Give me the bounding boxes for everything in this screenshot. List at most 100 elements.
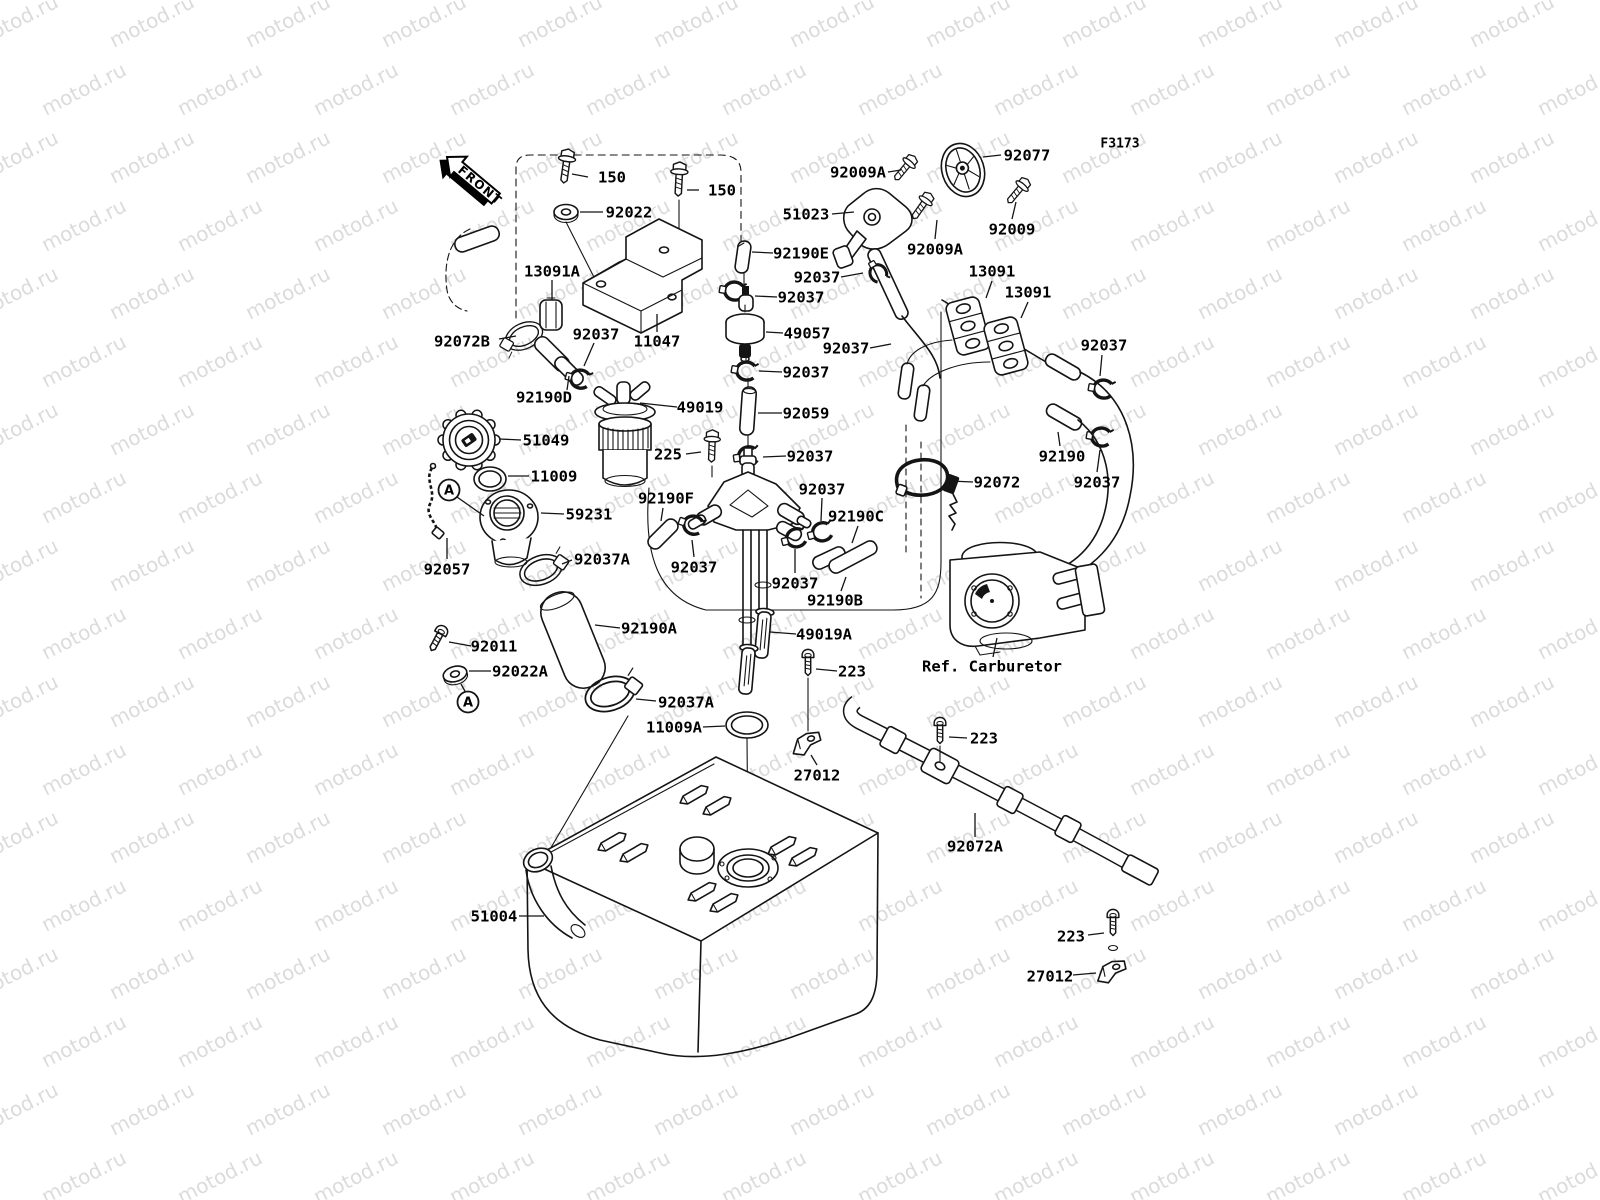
leader-line: [840, 576, 847, 592]
view-marker-letter: A: [444, 484, 454, 499]
part-label: 49019: [677, 399, 724, 417]
leader-line: [985, 280, 993, 299]
part-label: 92037: [772, 575, 819, 593]
leader-line: [660, 507, 664, 522]
leader-line: [887, 169, 902, 173]
fuel-cap-51049: [437, 409, 501, 471]
dashed-line: [905, 424, 922, 599]
leader-line: [702, 725, 726, 728]
part-label: Ref. Carburetor: [922, 658, 1062, 676]
leader-line: [948, 736, 968, 739]
part-label: 92037: [671, 559, 718, 577]
view-marker-circle: [456, 690, 480, 714]
part-label: F3173: [1100, 137, 1139, 152]
part-label: 27012: [794, 767, 841, 785]
part-label: 92037A: [574, 551, 631, 569]
leader-line: [769, 631, 797, 635]
leader-line: [765, 331, 784, 334]
dashed-group-box: [515, 154, 742, 319]
leader-line: [982, 154, 1002, 158]
hose-92190d-b: [554, 356, 584, 386]
part-label: 225: [654, 446, 682, 464]
part-label: 92059: [783, 405, 830, 423]
tether-ring: [429, 462, 437, 470]
part-label: 49057: [784, 325, 831, 343]
fuel-line: [901, 315, 941, 379]
part-label: 51004: [471, 908, 518, 926]
part-label: 223: [970, 730, 998, 748]
leader-line: [566, 375, 570, 391]
part-label: 92009A: [830, 164, 887, 182]
leader-line: [851, 525, 859, 544]
tether-clip: [431, 526, 445, 540]
part-label: 27012: [1027, 968, 1074, 986]
part-label: 92022: [606, 204, 653, 222]
part-label: 13091A: [524, 263, 581, 281]
leader-line: [869, 343, 892, 349]
part-label: 92190F: [638, 490, 694, 508]
part-label: 92022A: [492, 663, 549, 681]
leader-line: [561, 559, 573, 565]
part-label: 92037: [573, 326, 620, 344]
leader-line: [685, 451, 702, 455]
part-label: 92011: [471, 638, 518, 656]
part-label: 49019A: [796, 626, 853, 644]
leader-line: [762, 455, 787, 458]
part-label: 92009A: [907, 241, 964, 259]
part-label: 11009: [531, 468, 578, 486]
hose-92190-right: [1045, 403, 1083, 431]
part-label: 92037: [823, 340, 870, 358]
part-label: 92190E: [773, 245, 829, 263]
leader-line: [691, 539, 695, 558]
hose-92190e: [734, 240, 752, 274]
part-label: 13091: [969, 263, 1016, 281]
oring-11009: [473, 466, 507, 492]
part-label: 92037: [1081, 337, 1128, 355]
hose-curve: [906, 339, 991, 387]
hose-right-1: [1044, 353, 1082, 381]
part-label: 13091: [1005, 284, 1052, 302]
tether-92057: [427, 467, 438, 532]
filler-neck-59231: [479, 489, 539, 568]
part-label: 92072: [974, 474, 1021, 492]
leader-line: [1020, 301, 1029, 319]
canister-49057: [725, 286, 765, 363]
assembly-line: [743, 272, 749, 448]
part-label: 223: [838, 663, 866, 681]
leader-line: [498, 438, 522, 441]
part-label: 92037: [1074, 474, 1121, 492]
leader-line: [583, 342, 595, 367]
leader-line: [751, 251, 774, 254]
leader-line: [815, 668, 838, 672]
part-label: 92190B: [807, 592, 863, 610]
part-label: 92037: [799, 481, 846, 499]
hose-92059: [738, 386, 758, 436]
part-label: 59231: [566, 506, 613, 524]
part-label: 223: [1057, 928, 1085, 946]
leader-line: [1072, 972, 1097, 976]
hose-guide-92072: [894, 458, 950, 497]
oring-11009-inner: [478, 470, 502, 488]
leader-line: [1087, 932, 1105, 936]
leader-line: [594, 624, 621, 629]
valve-51023: [832, 187, 913, 269]
marker-line: [456, 496, 485, 517]
washer-92022: [553, 203, 579, 224]
part-label: 92037A: [658, 694, 715, 712]
part-label: 92190: [1039, 448, 1086, 466]
carburetor: [942, 474, 1106, 656]
leader-line: [754, 295, 778, 298]
part-label: 92037: [783, 364, 830, 382]
part-label: 92190A: [621, 620, 678, 638]
view-marker-circle: [437, 478, 461, 502]
leader-line: [571, 173, 589, 178]
leader-line: [934, 219, 938, 240]
part-label: 92077: [1004, 147, 1051, 165]
part-label: 92057: [424, 561, 471, 579]
part-label: 150: [598, 169, 626, 187]
fuel-tank-51004: [522, 756, 879, 1058]
leader-line: [758, 370, 783, 373]
